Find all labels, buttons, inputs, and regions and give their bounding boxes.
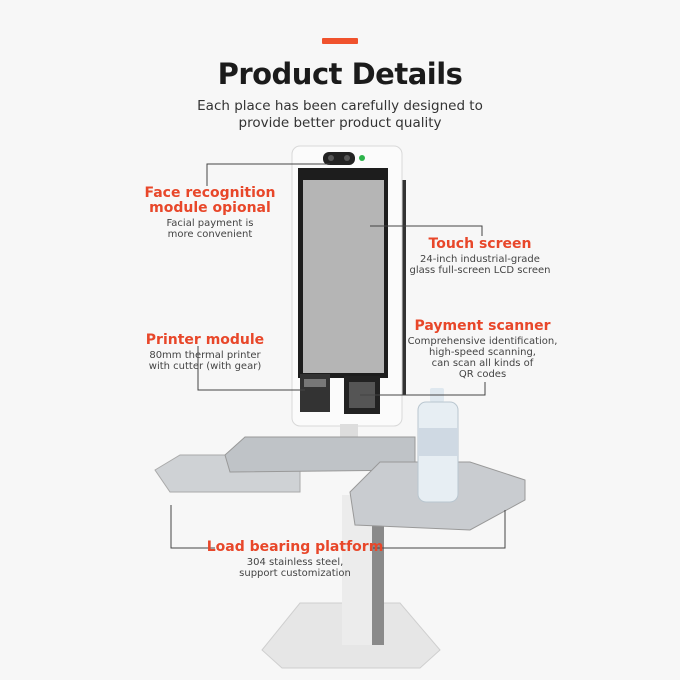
page-subtitle: Each place has been carefully designed t… bbox=[0, 98, 680, 132]
feature-desc: can scan all kinds of bbox=[431, 358, 534, 369]
feature-face-recognition: Face recognition module opional Facial p… bbox=[130, 185, 290, 241]
feature-payment-scanner: Payment scanner Comprehensive identifica… bbox=[400, 318, 565, 381]
feature-desc: 304 stainless steel, bbox=[246, 557, 344, 568]
feature-title: Load bearing platform bbox=[206, 539, 384, 555]
feature-desc: 24-inch industrial-grade bbox=[420, 254, 540, 265]
leader-platform-left bbox=[170, 505, 215, 549]
feature-desc: QR codes bbox=[458, 369, 507, 380]
page-title: Product Details bbox=[217, 57, 463, 91]
feature-desc: 80mm thermal printer bbox=[149, 350, 261, 361]
subtitle-line: provide better product quality bbox=[238, 115, 442, 131]
feature-desc: support customization bbox=[239, 568, 351, 579]
feature-desc: more convenient bbox=[167, 229, 253, 240]
leader-scanner bbox=[360, 382, 486, 396]
feature-title: Touch screen bbox=[428, 236, 532, 252]
feature-desc: Facial payment is bbox=[166, 218, 254, 229]
feature-touch-screen: Touch screen 24-inch industrial-grade gl… bbox=[400, 236, 560, 277]
feature-desc: with cutter (with gear) bbox=[148, 361, 262, 372]
center-tray bbox=[224, 436, 416, 473]
feature-title: module opional bbox=[149, 200, 271, 216]
leader-printer bbox=[197, 346, 305, 391]
accent-bar bbox=[322, 38, 358, 44]
feature-desc: high-speed scanning, bbox=[429, 347, 536, 358]
feature-title: Payment scanner bbox=[414, 318, 551, 334]
leader-platform-right bbox=[373, 510, 506, 549]
leader-face bbox=[206, 163, 330, 186]
water-bottle bbox=[417, 388, 459, 503]
feature-load-platform: Load bearing platform 304 stainless stee… bbox=[205, 539, 385, 580]
feature-title: Printer module bbox=[145, 332, 265, 348]
subtitle-line: Each place has been carefully designed t… bbox=[197, 98, 483, 114]
feature-title: Face recognition bbox=[144, 185, 276, 201]
feature-desc: glass full-screen LCD screen bbox=[409, 265, 551, 276]
feature-printer-module: Printer module 80mm thermal printer with… bbox=[125, 332, 285, 373]
leader-touch bbox=[370, 225, 483, 236]
camera-module bbox=[323, 152, 355, 165]
feature-desc: Comprehensive identification, bbox=[407, 336, 558, 347]
